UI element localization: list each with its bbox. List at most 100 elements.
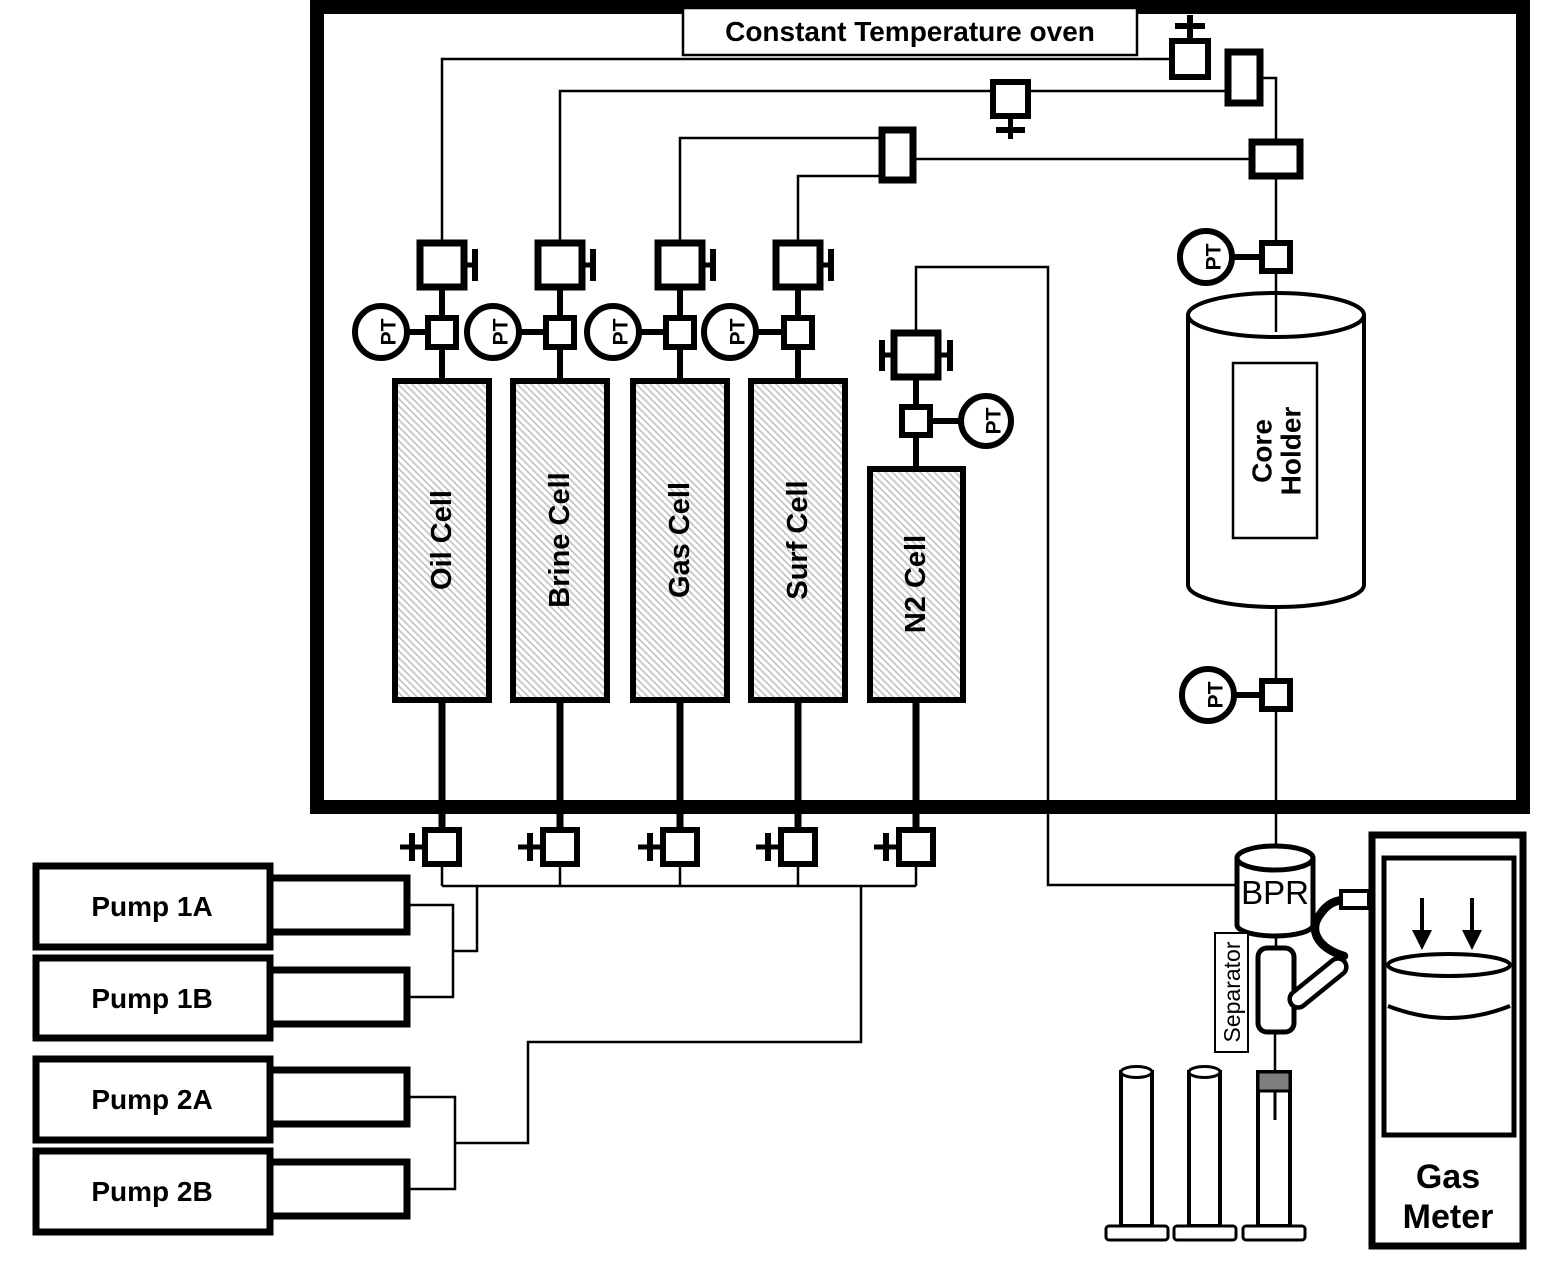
- pump-2a: Pump 2A: [32, 1055, 411, 1144]
- oil-top-valve-icon: [416, 239, 478, 291]
- cross-handle-valve-icon: [1169, 15, 1211, 80]
- surf-cell-label: Surf Cell: [782, 480, 814, 599]
- oil-cell: Oil Cell: [392, 378, 492, 703]
- gas-flow-arrows-icon: [1412, 898, 1482, 950]
- line-pump1-feed: [453, 886, 479, 953]
- pt-gauges: PT PT PT PT PT: [352, 228, 1293, 724]
- pt-gauge-brine: PT: [464, 303, 577, 361]
- core-holder-label-line2: Holder: [1276, 407, 1307, 496]
- surf-top-valve-icon: [772, 239, 834, 291]
- pump-1b: Pump 1B: [32, 954, 411, 1042]
- brine-cell-label: Brine Cell: [544, 472, 576, 607]
- junction-fitting-icon: [1248, 138, 1304, 180]
- line-gas-to-manifold: [678, 136, 882, 243]
- pt-gauge-core-outlet: PT: [1179, 666, 1293, 724]
- pt-tap-core-outlet: [1259, 678, 1293, 712]
- pump-1a: Pump 1A: [32, 862, 411, 951]
- pt-tap-surf: [781, 315, 815, 350]
- core-holder-label-frame: [1231, 361, 1319, 540]
- pt-label-core-inlet: PT: [1203, 243, 1226, 270]
- manifold-fitting-right-icon: [1224, 48, 1264, 107]
- pump-2b-label: Pump 2B: [91, 1176, 212, 1207]
- pt-label-oil: PT: [378, 318, 401, 345]
- gas-top-valve-icon: [654, 239, 716, 291]
- gas-cell-label: Gas Cell: [664, 482, 696, 598]
- bpr-label: BPR: [1241, 874, 1309, 911]
- pt-tap-gas: [663, 315, 697, 350]
- pt-label-core-outlet: PT: [1205, 681, 1228, 708]
- line-pump1-bracket: [407, 903, 455, 999]
- separator-gas-tube: [1287, 956, 1349, 1010]
- pt-gauge-gas: PT: [584, 303, 697, 361]
- oil-bottom-valve-icon: [400, 827, 462, 867]
- pt-gauge-oil: PT: [352, 303, 459, 361]
- gas-meter-inlet: [1339, 889, 1371, 910]
- line-surf-to-manifold: [796, 174, 882, 243]
- graduated-cylinder-2: [1172, 1065, 1238, 1242]
- gas-meter-label-line1: Gas: [1416, 1158, 1480, 1196]
- pump-1a-label: Pump 1A: [91, 891, 212, 922]
- separator: Separator: [1214, 932, 1349, 1053]
- graduated-cylinders: [1104, 1065, 1307, 1242]
- line-oil-to-top-valve: [440, 57, 1172, 243]
- cylinder-stopper: [1256, 1070, 1292, 1093]
- oil-cell-label: Oil Cell: [426, 490, 458, 590]
- pump-2a-barrel: [266, 1066, 411, 1128]
- cell-bottom-valves: [400, 827, 936, 867]
- graduated-cylinder-1: [1104, 1065, 1170, 1242]
- brine-top-valve-icon: [534, 239, 596, 291]
- pt-label-n2: PT: [983, 407, 1006, 434]
- top-right-fittings: [878, 15, 1304, 184]
- gas-meter-label-line2: Meter: [1403, 1198, 1494, 1236]
- surf-bottom-valve-icon: [756, 827, 818, 867]
- n2-cell-label: N2 Cell: [900, 535, 932, 633]
- gas-meter: Gas Meter: [1368, 831, 1527, 1250]
- pt-gauge-surf: PT: [701, 303, 815, 361]
- line-n2-bypass: [914, 265, 1237, 887]
- brine-bottom-valve-icon: [518, 827, 580, 867]
- n2-top-valve-icon: [879, 329, 953, 381]
- n2-bottom-valve-icon: [874, 827, 936, 867]
- pt-label-gas: PT: [610, 318, 633, 345]
- n2-cell: N2 Cell: [867, 466, 966, 703]
- pump-2b-body: [32, 1147, 274, 1236]
- pt-tap-oil: [425, 315, 459, 350]
- brine-cell: Brine Cell: [510, 378, 610, 703]
- pump-2b-barrel: [266, 1158, 411, 1220]
- pump-2b: Pump 2B: [32, 1147, 411, 1236]
- surf-cell: Surf Cell: [748, 378, 848, 703]
- oven-title: Constant Temperature oven: [725, 16, 1095, 47]
- pt-tap-brine: [543, 315, 577, 350]
- bpr-top-cap: [1234, 843, 1316, 873]
- pump-1a-barrel: [266, 874, 411, 936]
- pt-gauge-core-inlet: PT: [1177, 228, 1293, 286]
- gas-hose: [1310, 895, 1355, 961]
- separator-label-frame: [1214, 932, 1249, 1053]
- pt-gauge-n2: PT: [899, 393, 1014, 449]
- pump-1a-body: [32, 862, 274, 951]
- graduated-cylinder-3: [1241, 1070, 1307, 1242]
- oven-title-box: Constant Temperature oven: [681, 6, 1139, 57]
- gas-bottom-valve-icon: [638, 827, 700, 867]
- pt-label-brine: PT: [490, 318, 513, 345]
- pump-1b-body: [32, 954, 274, 1042]
- pt-label-surf: PT: [727, 318, 750, 345]
- cell-top-valves: [416, 239, 953, 381]
- manifold-fitting-mid-icon: [878, 126, 917, 184]
- line-pump2-feed: [455, 886, 863, 1145]
- core-holder-label-line1: Core: [1247, 419, 1278, 483]
- gas-meter-liquid-bottom: [1387, 1004, 1511, 1020]
- pump-1b-label: Pump 1B: [91, 983, 212, 1014]
- pt-tap-core-inlet: [1259, 240, 1293, 274]
- down-handle-valve-icon: [990, 79, 1031, 139]
- core-holder: Core Holder: [1186, 291, 1366, 609]
- gas-meter-tube: [1381, 855, 1517, 1138]
- gas-cell: Gas Cell: [630, 378, 730, 703]
- pump-2a-label: Pump 2A: [91, 1084, 212, 1115]
- fluid-cells: Oil Cell Brine Cell Gas Cell Surf Cell N…: [392, 378, 966, 703]
- bpr: BPR: [1234, 843, 1316, 939]
- pump-2a-body: [32, 1055, 274, 1144]
- pump-bank: Pump 1A Pump 1B Pump 2A Pump 2B: [32, 862, 411, 1236]
- pump-1b-barrel: [266, 966, 411, 1028]
